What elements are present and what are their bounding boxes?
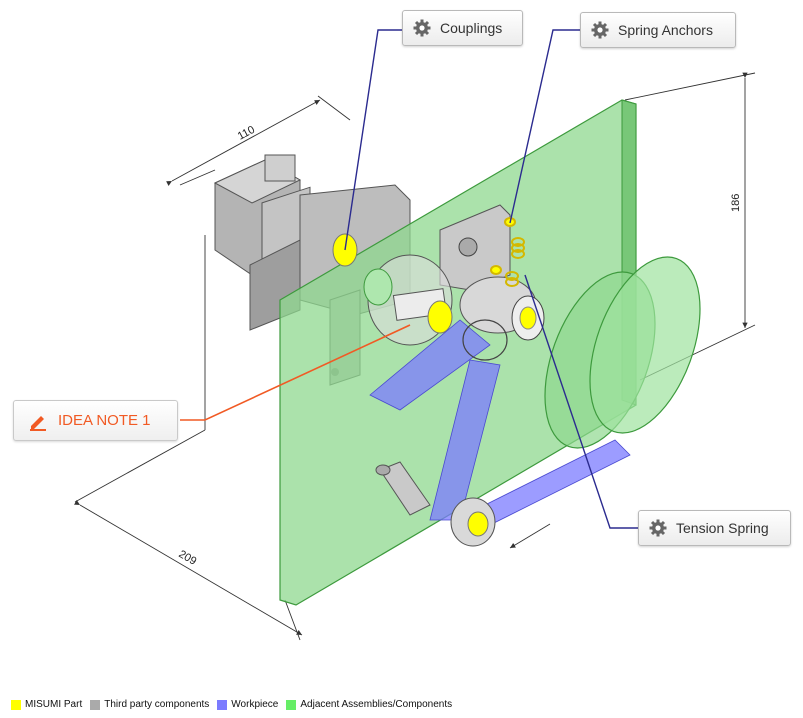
springs xyxy=(490,217,525,287)
couplings-label: Couplings xyxy=(440,20,503,36)
coupling-shaft xyxy=(332,233,453,346)
legend-swatch xyxy=(11,699,21,710)
legend: MISUMI Part Third party components Workp… xyxy=(11,699,460,710)
idea-leader-line xyxy=(180,324,411,421)
legend-item-workpiece: Workpiece xyxy=(217,699,278,710)
legend-swatch xyxy=(286,699,297,710)
spring-anchors-label: Spring Anchors xyxy=(618,22,713,38)
legend-item-adjacent: Adjacent Assemblies/Components xyxy=(286,699,452,710)
legend-item-third-party: Third party components xyxy=(90,699,209,710)
dimension-186: 186 xyxy=(730,194,742,212)
lower-idler xyxy=(375,461,496,547)
legend-label: MISUMI Part xyxy=(25,699,83,710)
legend-item-misumi: MISUMI Part xyxy=(11,699,82,710)
idea-note-button[interactable]: IDEA NOTE 1 xyxy=(13,400,178,441)
leader-lines xyxy=(344,29,638,529)
gear-icon xyxy=(648,518,668,538)
legend-label: Third party components xyxy=(104,699,210,710)
legend-label: Workpiece xyxy=(231,699,279,710)
legend-swatch xyxy=(90,699,101,710)
tension-spring-label: Tension Spring xyxy=(676,520,769,536)
gear-icon xyxy=(412,18,432,38)
gear-icon xyxy=(590,20,610,40)
workpiece-belt xyxy=(369,319,631,531)
spring-anchors-callout[interactable]: Spring Anchors xyxy=(580,12,736,48)
legend-swatch xyxy=(217,699,228,710)
dimension-110: 110 xyxy=(236,124,257,143)
green-roll xyxy=(544,256,701,449)
idea-note-label: IDEA NOTE 1 xyxy=(58,412,151,429)
legend-label: Adjacent Assemblies/Components xyxy=(300,699,453,710)
couplings-callout[interactable]: Couplings xyxy=(402,10,523,46)
dimension-209: 209 xyxy=(177,548,199,568)
tension-spring-callout[interactable]: Tension Spring xyxy=(638,510,791,546)
pencil-icon xyxy=(28,411,48,431)
